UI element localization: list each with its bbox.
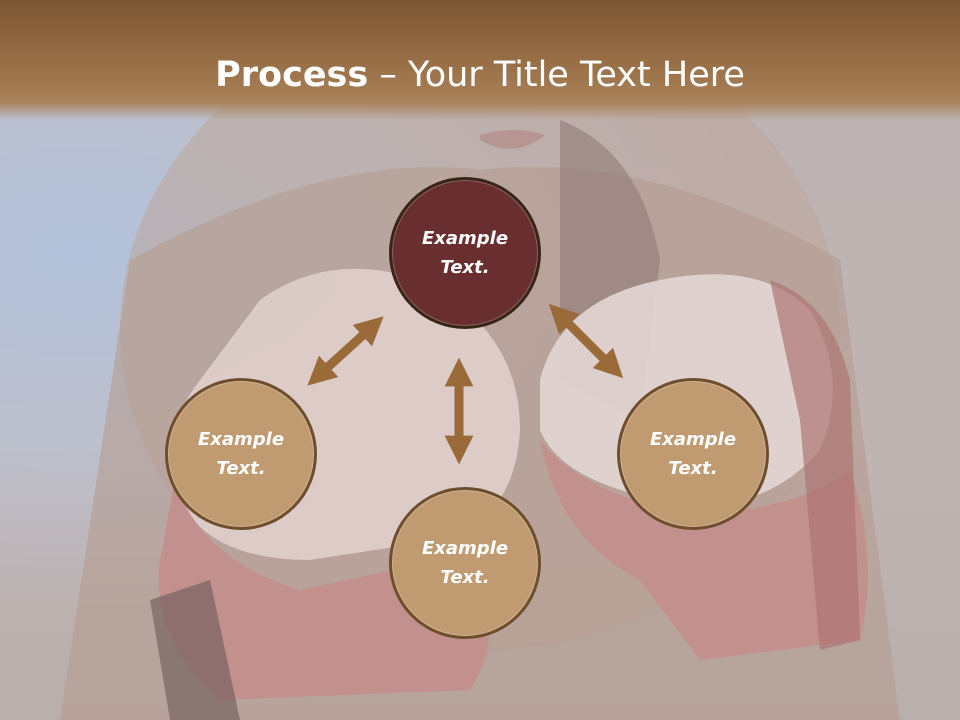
title-bar [0, 0, 960, 120]
arrow-right-diagonal [548, 303, 624, 379]
node-right: Example Text. [617, 378, 769, 530]
node-left: Example Text. [165, 378, 317, 530]
node-top-text: Example Text. [421, 228, 509, 278]
node-left-text: Example Text. [197, 429, 285, 479]
node-bottom: Example Text. [389, 487, 541, 639]
page-title: Process – Your Title Text Here [0, 52, 960, 98]
title-strong: Process [215, 55, 369, 95]
arrow-left-diagonal [307, 316, 384, 386]
title-rest: Your Title Text Here [407, 55, 745, 95]
node-right-text: Example Text. [649, 429, 737, 479]
title-dash: – [368, 55, 408, 95]
node-top: Example Text. [389, 177, 541, 329]
node-bottom-text: Example Text. [421, 538, 509, 588]
